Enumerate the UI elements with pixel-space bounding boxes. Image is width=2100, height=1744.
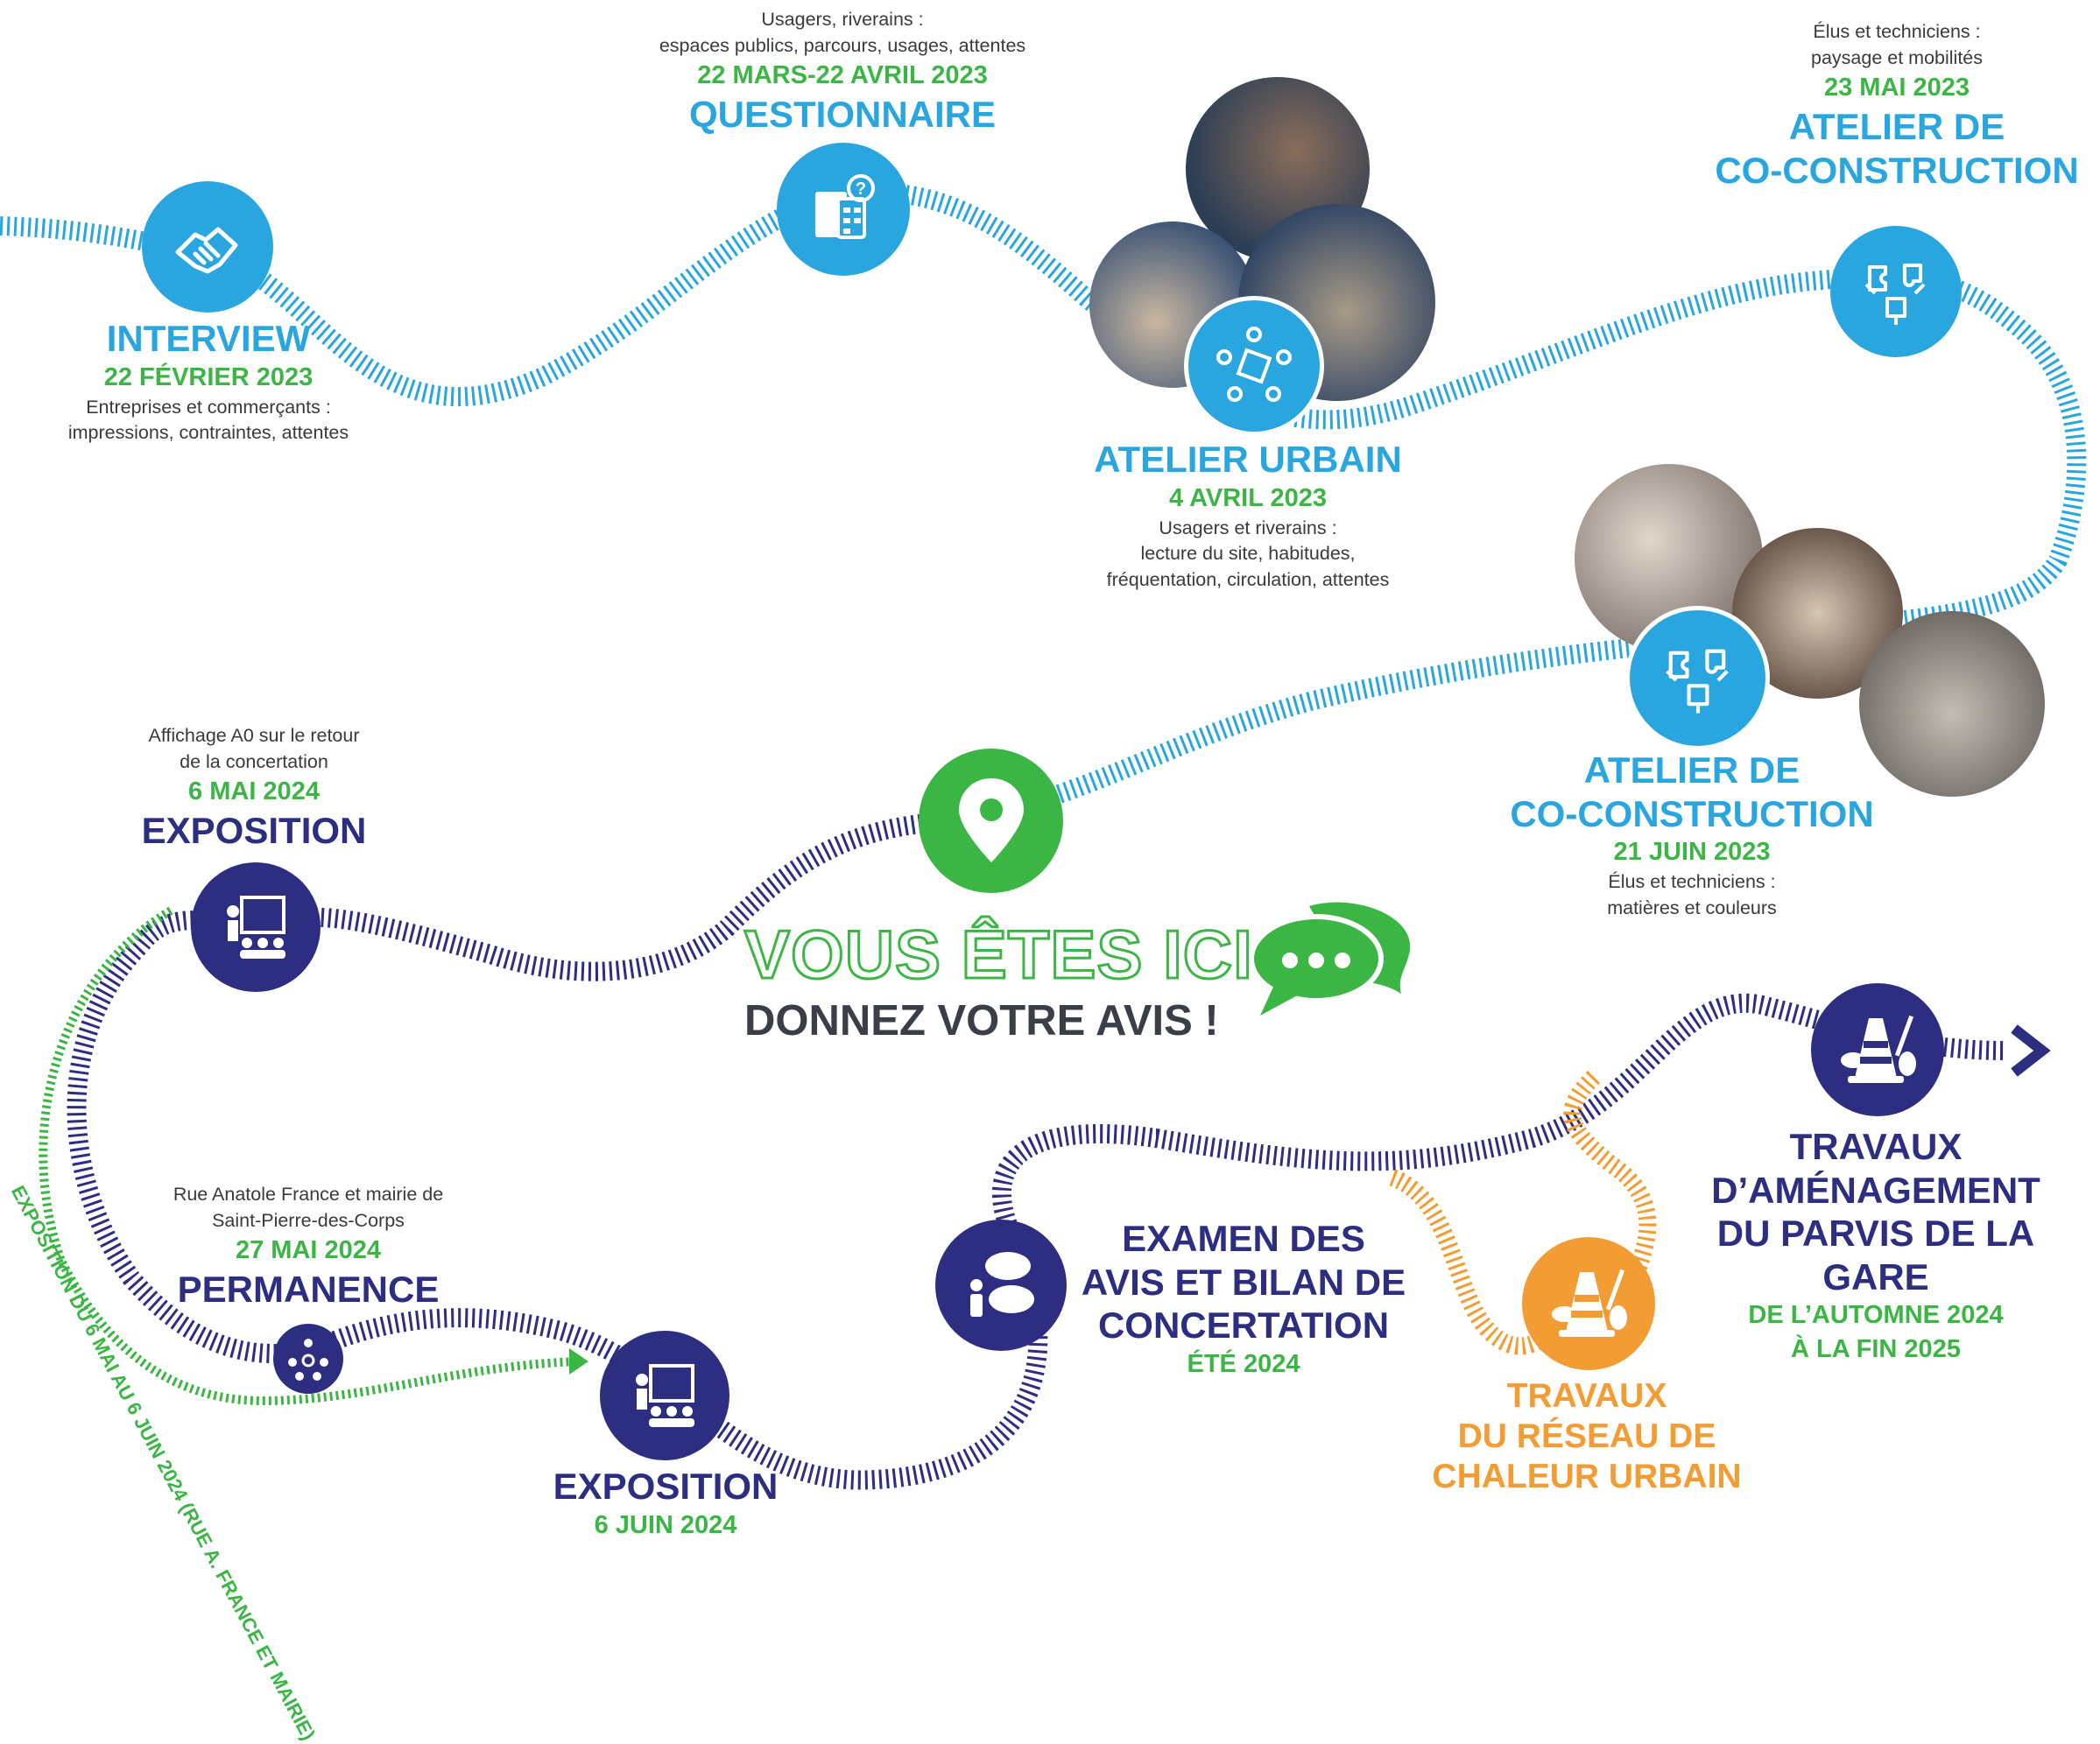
step-date: À LA FIN 2025: [1791, 1335, 1961, 1364]
travaux-reseau-icon-circle: [1522, 1237, 1655, 1370]
step-title: ATELIER URBAIN: [1094, 439, 1402, 480]
step-atelier-coconstruction-1: Élus et techniciens : paysage et mobilit…: [1715, 19, 2078, 193]
step-desc: matières et couleurs: [1607, 897, 1777, 918]
step-desc: Affichage A0 sur le retour: [148, 725, 360, 746]
cone-shovel-icon: [1552, 1269, 1627, 1337]
current-headline: VOUS ÊTES ICI: [743, 915, 1254, 995]
step-desc: Entreprises et commerçants :: [86, 396, 331, 418]
step-title: QUESTIONNAIRE: [688, 94, 997, 136]
step-title: EXPOSITION: [141, 810, 367, 852]
step-desc: fréquentation, circulation, attentes: [1106, 569, 1390, 590]
step-title: CO-CONSTRUCTION: [1510, 792, 1874, 834]
step-title: DU RÉSEAU DE: [1457, 1417, 1716, 1456]
cone-shovel-icon: [1841, 1015, 1916, 1083]
step-title: D’AMÉNAGEMENT: [1711, 1169, 2040, 1211]
meeting-icon: [288, 1339, 328, 1381]
step-desc: Rue Anatole France et mairie de: [173, 1184, 444, 1205]
arrow-right-icon: [2011, 1024, 2051, 1077]
current-location-circle: [919, 749, 1063, 893]
step-desc: lecture du site, habitudes,: [1140, 543, 1356, 565]
step-desc: Élus et techniciens :: [1813, 21, 1981, 42]
step-title: EXPOSITION: [553, 1466, 779, 1507]
step-date: 6 MAI 2024: [188, 777, 320, 806]
step-title: AVIS ET BILAN DE: [1081, 1261, 1406, 1303]
step-title: DU PARVIS DE LA: [1716, 1213, 2035, 1255]
step-date: 22 FÉVRIER 2023: [103, 362, 314, 391]
permanence-icon-circle: [273, 1324, 343, 1394]
step-title: CONCERTATION: [1097, 1304, 1390, 1347]
exposition-2-icon-circle: [600, 1331, 729, 1460]
step-desc: Élus et techniciens :: [1608, 871, 1776, 893]
step-atelier-coconstruction-2: ATELIER DE CO-CONSTRUCTION 21 JUIN 2023 …: [1510, 749, 1873, 922]
interview-icon-circle: [142, 181, 273, 313]
step-title: PERMANENCE: [177, 1269, 440, 1311]
step-examen: EXAMEN DES AVIS ET BILAN DE CONCERTATION…: [1082, 1217, 1406, 1382]
atelier-urbain-icon-circle: [1184, 296, 1324, 436]
step-exposition-2: EXPOSITION 6 JUIN 2024: [553, 1465, 779, 1543]
group-table-icon: [1216, 327, 1292, 402]
step-questionnaire: Usagers, riverains : espaces publics, pa…: [659, 7, 1025, 137]
step-permanence: Rue Anatole France et mairie de Saint-Pi…: [173, 1182, 443, 1312]
step-date: 6 JUIN 2024: [594, 1510, 737, 1539]
step-date: 23 MAI 2023: [1823, 74, 1970, 102]
step-desc: espaces publics, parcours, usages, atten…: [659, 34, 1026, 56]
step-title: ATELIER DE: [1788, 106, 2005, 148]
timeline-path-future: [67, 813, 2006, 1490]
puzzle-hands-icon: [1864, 264, 1926, 325]
atelier-coconstruction-1-icon-circle: [1830, 226, 1962, 357]
call-to-action[interactable]: DONNEZ VOTRE AVIS !: [744, 997, 1219, 1044]
step-desc: Usagers, riverains :: [761, 9, 924, 30]
discussion-icon: [970, 1252, 1034, 1317]
step-interview: INTERVIEW 22 FÉVRIER 2023 Entreprises et…: [68, 317, 349, 447]
step-date: 22 MARS-22 AVRIL 2023: [697, 61, 988, 90]
step-desc: paysage et mobilités: [1811, 46, 1983, 68]
step-desc: impressions, contraintes, attentes: [67, 422, 349, 444]
step-title: TRAVAUX: [1789, 1126, 1963, 1167]
step-date: 21 JUIN 2023: [1613, 838, 1771, 867]
step-exposition-1: Affichage A0 sur le retour de la concert…: [142, 723, 367, 853]
presentation-icon: [227, 896, 285, 959]
step-desc: Usagers et riverains :: [1159, 517, 1337, 538]
step-atelier-urbain: ATELIER URBAIN 4 AVRIL 2023 Usagers et r…: [1094, 438, 1402, 594]
workshop-photo: [1859, 611, 2045, 797]
questionnaire-icon: ?: [815, 174, 875, 239]
questionnaire-icon-circle: ?: [777, 143, 910, 276]
step-desc: Saint-Pierre-des-Corps: [212, 1209, 405, 1231]
step-title: GARE: [1822, 1255, 1929, 1297]
timeline-path-past: [0, 181, 2087, 824]
timeline-path-orange: [1389, 1070, 1657, 1355]
step-desc: de la concertation: [180, 750, 328, 772]
arrow-right-icon: [569, 1348, 588, 1375]
step-date: ÉTÉ 2024: [1187, 1349, 1300, 1378]
step-date: 4 AVRIL 2023: [1168, 483, 1328, 512]
step-title: INTERVIEW: [106, 318, 311, 359]
step-title: TRAVAUX: [1506, 1377, 1667, 1415]
svg-text:?: ?: [856, 179, 866, 199]
exposition-1-icon-circle: [191, 862, 321, 992]
puzzle-hands-icon: [1665, 649, 1729, 714]
step-date: 27 MAI 2024: [235, 1236, 382, 1265]
step-title: CHALEUR URBAIN: [1432, 1458, 1742, 1496]
step-title: EXAMEN DES: [1122, 1218, 1365, 1259]
speech-bubbles-icon: [1249, 902, 1411, 1016]
step-travaux-parvis: TRAVAUX D’AMÉNAGEMENT DU PARVIS DE LA GA…: [1711, 1125, 2040, 1367]
step-date: DE L’AUTOMNE 2024: [1748, 1301, 2004, 1330]
step-title: CO-CONSTRUCTION: [1715, 150, 2079, 191]
atelier-coconstruction-2-icon-circle: [1625, 606, 1770, 750]
presentation-icon: [636, 1364, 694, 1427]
travaux-parvis-icon-circle: [1811, 983, 1944, 1116]
examen-icon-circle: [935, 1220, 1067, 1351]
step-travaux-reseau: TRAVAUX DU RÉSEAU DE CHALEUR URBAIN: [1432, 1376, 1741, 1497]
location-pin-icon: [958, 777, 1024, 862]
handshake-icon: [175, 227, 238, 274]
exposition-period-path: [39, 906, 579, 1406]
step-title: ATELIER DE: [1583, 749, 1801, 791]
